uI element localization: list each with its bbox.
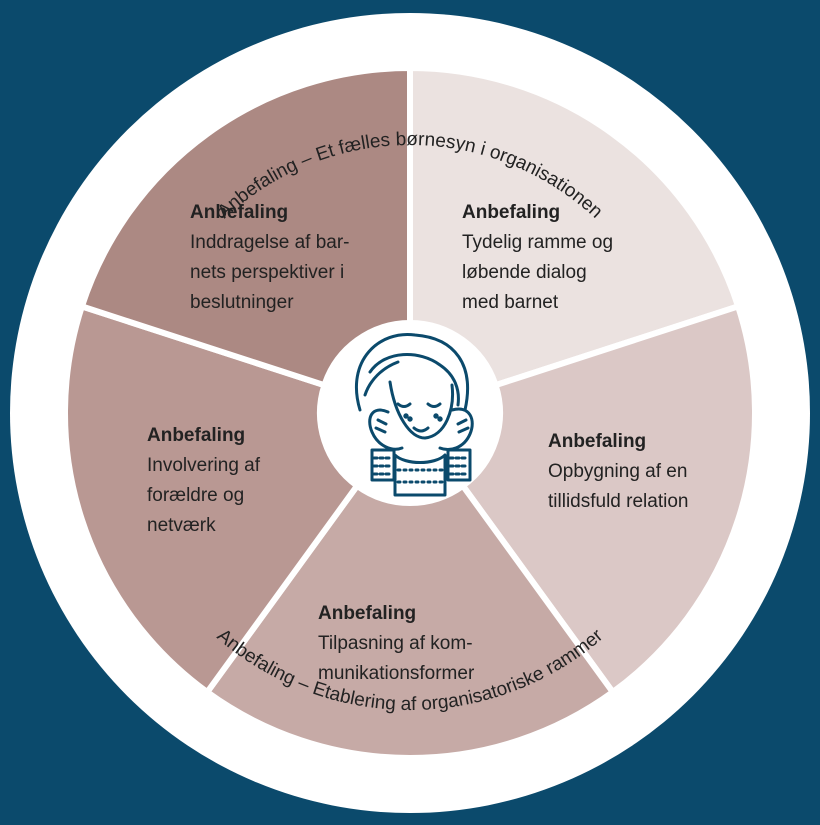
segment-title-top-left: Anbefaling [190, 202, 288, 223]
segment-text-line: Involvering af [147, 455, 261, 476]
segment-text-line: med barnet [462, 292, 559, 313]
segment-text-line: løbende dialog [462, 262, 587, 283]
segment-title-right: Anbefaling [548, 431, 646, 452]
segment-text-line: netværk [147, 515, 216, 536]
segment-title-bottom: Anbefaling [318, 603, 416, 624]
segment-text-line: Inddragelse af bar- [190, 232, 350, 253]
segment-title-top-right: Anbefaling [462, 202, 560, 223]
segment-text-line: Tydelig ramme og [462, 232, 613, 253]
segment-text-line: tillidsfuld relation [548, 491, 688, 512]
center-ring [320, 323, 500, 503]
segment-text-line: Tilpasning af kom- [318, 633, 473, 654]
center-circle [323, 326, 497, 500]
segment-text-line: munikationsformer [318, 663, 475, 684]
segment-text-line: forældre og [147, 485, 244, 506]
segment-text-line: nets perspektiver i [190, 262, 344, 283]
segment-text-line: beslutninger [190, 292, 294, 313]
child-face-in-hands-icon [354, 332, 474, 497]
segment-title-left: Anbefaling [147, 425, 245, 446]
segment-text-line: Opbygning af en [548, 461, 687, 482]
